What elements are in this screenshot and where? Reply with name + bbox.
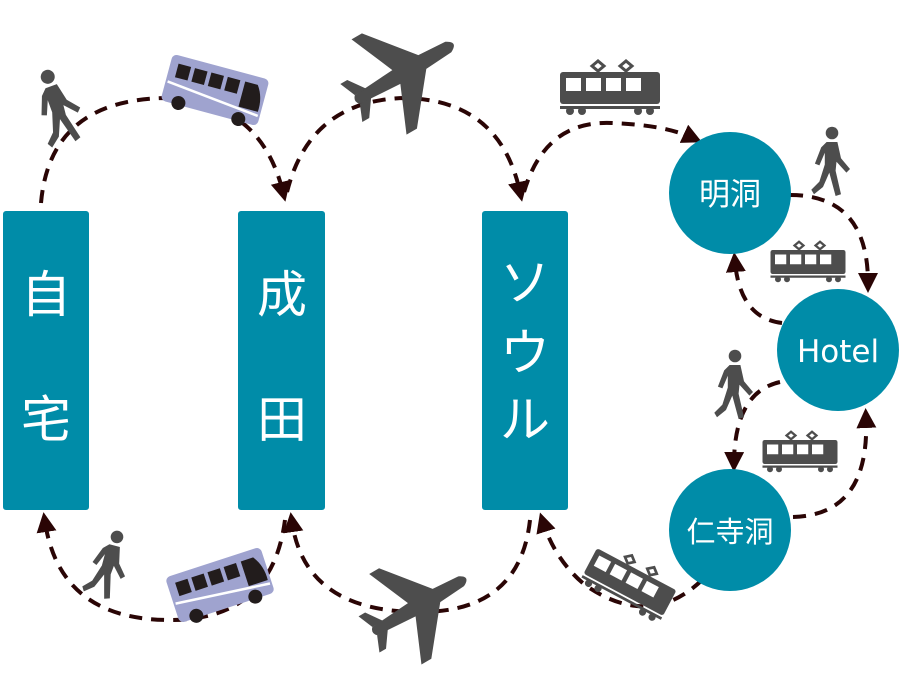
node-myeongdong: 明洞	[669, 132, 791, 254]
airplane-icon	[323, 0, 481, 151]
node-insadong: 仁寺洞	[669, 469, 791, 591]
hotel-label: Hotel	[797, 334, 879, 370]
route-hotel-to-myeongdong	[725, 252, 783, 325]
walk-icon	[80, 525, 137, 603]
narita-char-1: 成	[257, 266, 307, 324]
train-icon	[761, 430, 839, 474]
bus-icon	[163, 545, 278, 630]
route-narita-to-seoul	[285, 95, 528, 202]
insadong-label: 仁寺洞	[686, 515, 773, 549]
route-myeongdong-to-hotel	[789, 193, 878, 293]
seoul-char-2: ウ	[500, 324, 550, 382]
route-hotel-to-insadong	[724, 380, 781, 472]
train-icon	[558, 59, 662, 117]
node-hotel: Hotel	[777, 289, 899, 411]
node-narita: 成 田	[238, 211, 325, 510]
route-seoul-to-myeongdong	[522, 120, 703, 193]
seoul-char-3: ル	[500, 391, 550, 449]
route-insadong-to-seoul	[536, 512, 704, 609]
home-char-2: 宅	[21, 391, 71, 449]
train-icon	[577, 538, 683, 626]
node-seoul: ソ ウ ル	[482, 211, 568, 510]
walk-icon	[23, 63, 91, 151]
seoul-char-1: ソ	[500, 254, 550, 312]
route-insadong-to-hotel	[792, 408, 877, 519]
home-char-1: 自	[21, 266, 71, 324]
myeongdong-label: 明洞	[699, 177, 761, 213]
bus-icon	[157, 52, 271, 133]
walk-icon	[811, 126, 850, 196]
narita-char-2: 田	[257, 391, 307, 449]
train-icon	[769, 240, 847, 284]
node-home: 自 宅	[3, 211, 89, 510]
